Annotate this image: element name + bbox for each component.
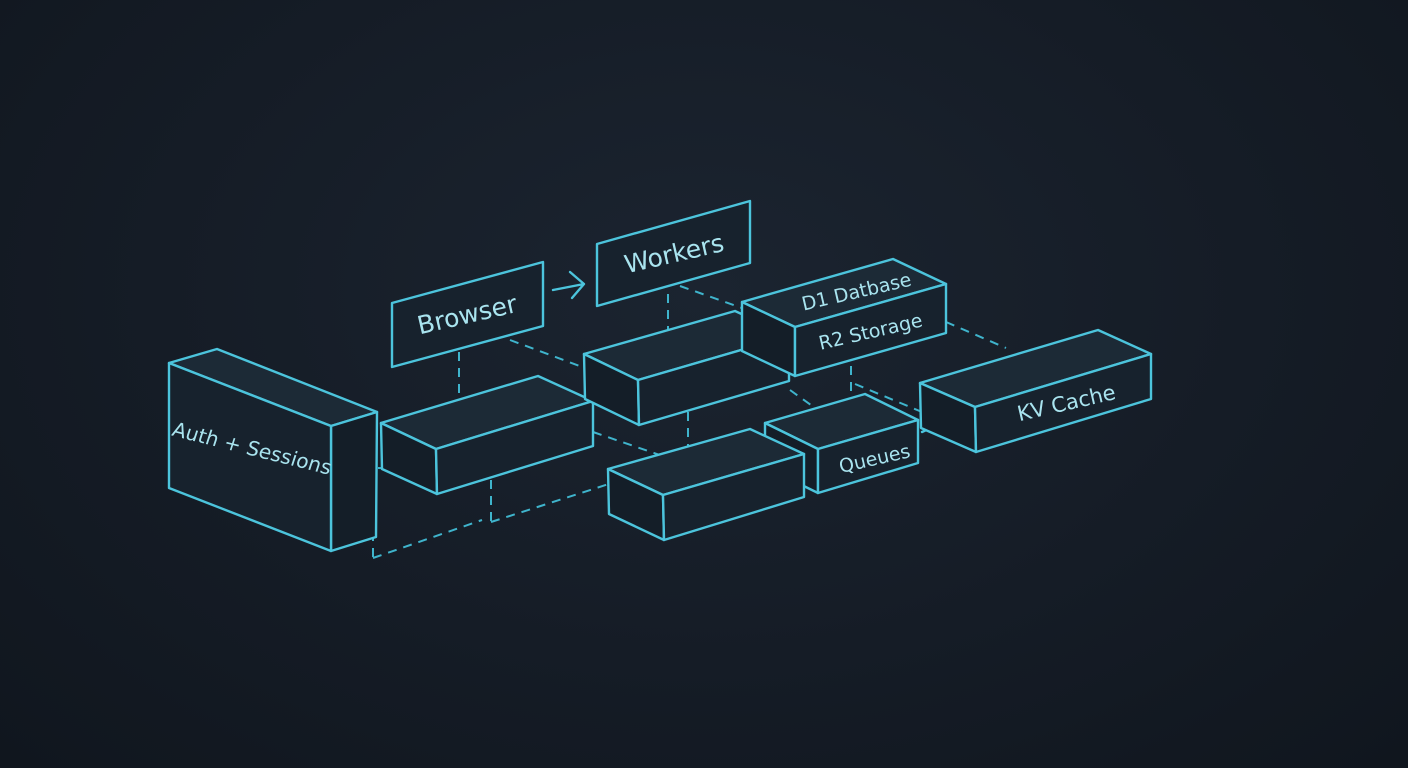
node-d1-r2[interactable]: D1 Datbase R2 Storage	[740, 257, 948, 378]
block-3	[606, 427, 806, 542]
connector-block1-to-block3-low	[490, 481, 616, 523]
node-workers[interactable]: Workers	[595, 199, 752, 308]
block-2	[582, 309, 791, 427]
node-auth-sessions[interactable]: Auth + Sessions	[167, 347, 379, 553]
connector-d1-to-kv	[945, 321, 1007, 349]
block-1	[379, 374, 595, 496]
arrow-browser-to-workers	[551, 270, 586, 300]
connector-browser-to-block2	[509, 339, 586, 369]
connector-r2-to-kv	[854, 383, 923, 413]
node-kv-cache[interactable]: KV Cache	[918, 328, 1153, 454]
connector-block2-to-queues	[789, 389, 816, 409]
connector-auth-bottom	[372, 519, 483, 559]
node-browser[interactable]: Browser	[390, 260, 545, 369]
